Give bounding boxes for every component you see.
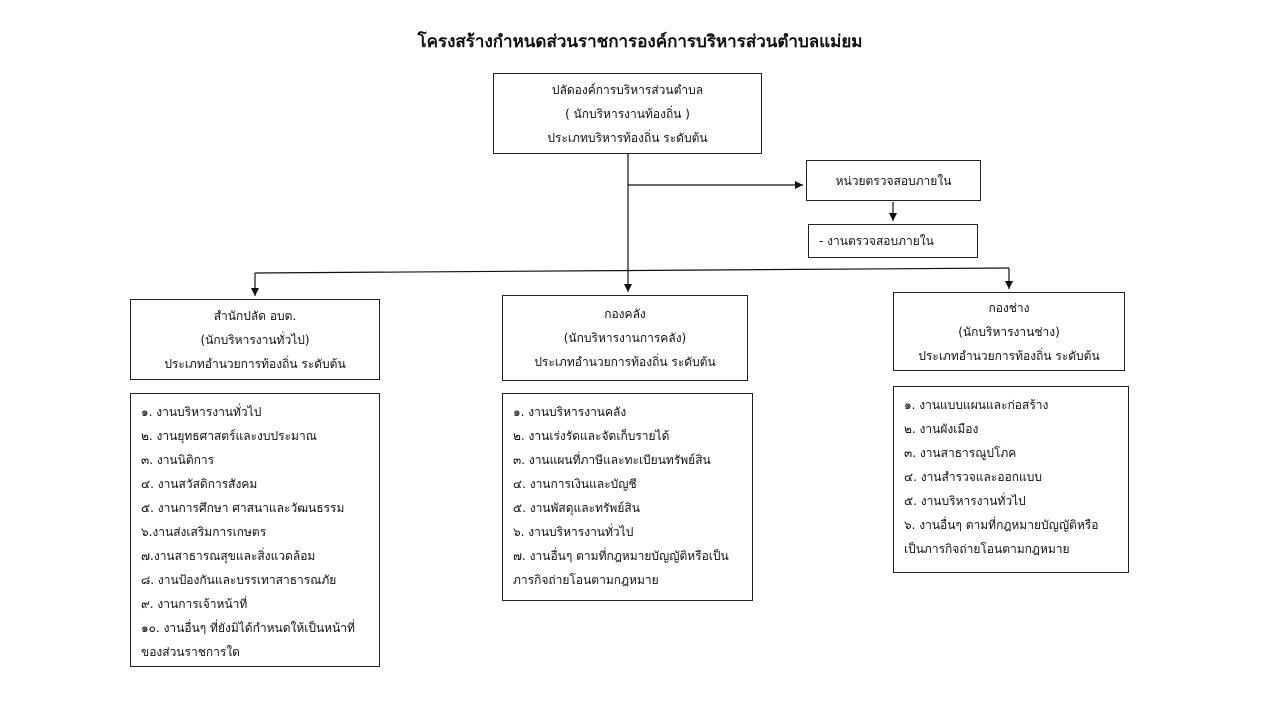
chief-position: ( นักบริหารงานท้องถิ่น ) [565, 106, 690, 121]
task-item: ๓. งานแผนที่ภาษีและทะเบียนทรัพย์สิน [513, 453, 711, 467]
task-item: ๖. งานบริหารงานทั่วไป [513, 525, 634, 539]
department-position: (นักบริหารงานช่าง) [958, 324, 1060, 339]
task-item: ๘. งานป้องกันและบรรเทาสาธารณภัย [141, 573, 337, 587]
task-item: ๔. งานสำรวจและออกแบบ [904, 470, 1042, 484]
task-item: ๕. งานบริหารงานทั่วไป [904, 494, 1026, 508]
department-level: ประเภทอำนวยการท้องถิ่น ระดับต้น [534, 355, 716, 369]
chief-administrator-box: ปลัดองค์การบริหารส่วนตำบล ( นักบริหารงาน… [493, 73, 762, 154]
chief-title: ปลัดองค์การบริหารส่วนตำบล [551, 82, 704, 97]
task-item: เป็นภารกิจถ่ายโอนตามกฎหมาย [904, 542, 1070, 556]
task-item: ๒. งานเร่งรัดและจัดเก็บรายได้ [513, 429, 670, 443]
task-item: ๙. งานการเจ้าหน้าที่ [141, 597, 248, 611]
department-engineering-box: กองช่าง (นักบริหารงานช่าง) ประเภทอำนวยกา… [893, 292, 1125, 371]
task-item: ๕. งานพัสดุและทรัพย์สิน [513, 501, 640, 515]
line-horizontal-distribution [254, 267, 1010, 274]
department-name: กองคลัง [604, 307, 646, 321]
task-item: ๔. งานสวัสดิการสังคม [141, 477, 258, 491]
chief-level: ประเภทบริหารท้องถิ่น ระดับต้น [547, 130, 708, 145]
task-item: ๖.งานส่งเสริมการเกษตร [141, 525, 267, 539]
task-item: ๓. งานนิติการ [141, 453, 215, 467]
task-item: ๒. งานผังเมือง [904, 422, 979, 436]
task-item: ๔. งานการเงินและบัญชี [513, 477, 637, 491]
audit-task-box: - งานตรวจสอบภายใน [808, 224, 978, 258]
task-item: ๑. งานบริหารงานคลัง [513, 405, 627, 419]
task-item: ๕. งานการศึกษา ศาสนาและวัฒนธรรม [141, 501, 345, 515]
audit-task: - งานตรวจสอบภายใน [819, 233, 934, 248]
task-item: ๑. งานแบบแผนและก่อสร้าง [904, 398, 1049, 412]
task-item: ภารกิจถ่ายโอนตามกฎหมาย [513, 573, 659, 587]
department-office-tasks: ๑. งานบริหารงานทั่วไป ๒. งานยุทธศาสตร์แล… [130, 393, 380, 667]
department-position: (นักบริหารงานทั่วไป) [200, 332, 310, 347]
department-name: สำนักปลัด อบต. [213, 308, 297, 323]
audit-unit-box: หน่วยตรวจสอบภายใน [806, 160, 981, 201]
department-office-box: สำนักปลัด อบต. (นักบริหารงานทั่วไป) ประเ… [130, 299, 380, 380]
department-finance-tasks: ๑. งานบริหารงานคลัง ๒. งานเร่งรัดและจัดเ… [502, 393, 753, 601]
audit-unit-title: หน่วยตรวจสอบภายใน [835, 173, 952, 188]
task-item: ของส่วนราชการใด [141, 645, 240, 659]
task-item: ๗. งานอื่นๆ ตามที่กฎหมายบัญญัติหรือเป็น [513, 549, 729, 563]
task-item: ๓. งานสาธารณูปโภค [904, 446, 1017, 460]
task-item: ๗.งานสาธารณสุขและสิ่งแวดล้อม [141, 549, 316, 563]
task-item: ๒. งานยุทธศาสตร์และงบประมาณ [141, 429, 317, 443]
task-item: ๑. งานบริหารงานทั่วไป [141, 405, 262, 419]
department-name: กองช่าง [988, 300, 1030, 315]
task-item: ๑๐. งานอื่นๆ ที่ยังมิได้กำหนดให้เป็นหน้า… [141, 621, 355, 635]
chart-title: โครงสร้างกำหนดส่วนราชการองค์การบริหารส่ว… [417, 32, 863, 52]
department-engineering-tasks: ๑. งานแบบแผนและก่อสร้าง ๒. งานผังเมือง ๓… [893, 386, 1129, 573]
department-position: (นักบริหารงานการคลัง) [563, 331, 687, 345]
department-level: ประเภทอำนวยการท้องถิ่น ระดับต้น [164, 356, 346, 371]
task-item: ๖. งานอื่นๆ ตามที่กฎหมายบัญญัติหรือ [904, 518, 1099, 532]
department-level: ประเภทอำนวยการท้องถิ่น ระดับต้น [918, 348, 1100, 363]
department-finance-box: กองคลัง (นักบริหารงานการคลัง) ประเภทอำนว… [502, 295, 748, 381]
